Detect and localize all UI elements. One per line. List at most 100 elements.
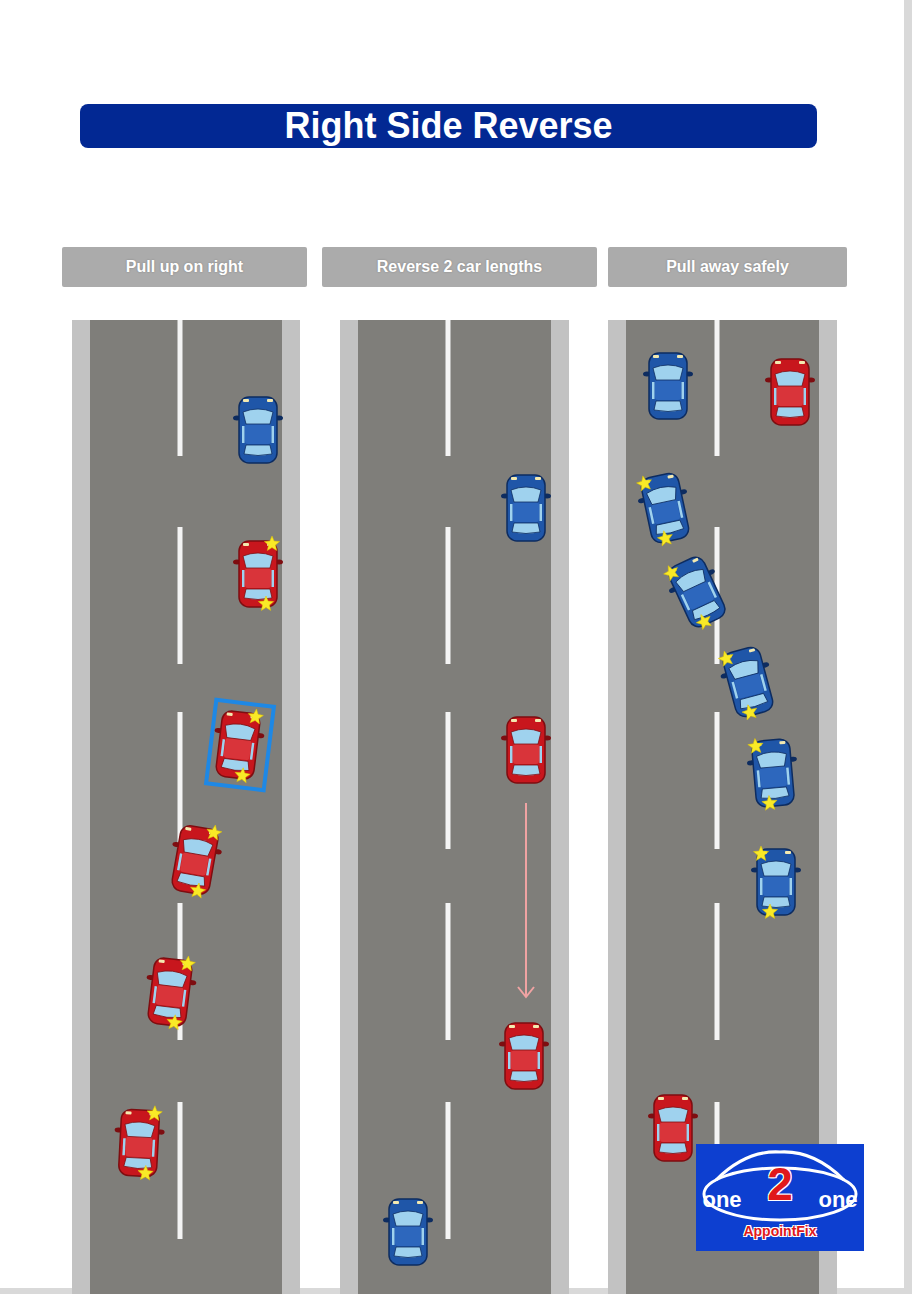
car-rear-window bbox=[244, 445, 272, 456]
car-roof bbox=[777, 386, 803, 406]
blue-car bbox=[745, 735, 801, 812]
car-side-window bbox=[250, 743, 255, 760]
car-windscreen bbox=[756, 751, 787, 769]
car-side-window bbox=[804, 388, 807, 405]
car-rear-window bbox=[177, 872, 206, 887]
car-windscreen bbox=[511, 487, 541, 502]
car-windscreen bbox=[761, 861, 791, 876]
car-headlight bbox=[535, 719, 541, 722]
car-side-window bbox=[687, 1124, 690, 1141]
car-headlight bbox=[785, 851, 791, 854]
car-headlight bbox=[159, 959, 165, 963]
car-windscreen bbox=[181, 837, 213, 857]
car-rear-window bbox=[124, 1157, 153, 1169]
car-side-window bbox=[422, 1228, 425, 1245]
car-headlight bbox=[125, 1111, 131, 1114]
car-side-window bbox=[272, 570, 275, 587]
car-roof bbox=[513, 744, 539, 764]
car-roof bbox=[245, 424, 271, 444]
reverse-arrow bbox=[525, 803, 527, 996]
red-car bbox=[141, 951, 200, 1031]
lane-marking bbox=[178, 1102, 183, 1239]
car-body bbox=[118, 1109, 159, 1177]
car-headlight bbox=[799, 361, 805, 364]
car-side-window bbox=[774, 388, 777, 405]
car-rear-window bbox=[512, 523, 540, 534]
kerb bbox=[72, 320, 300, 1294]
car-body bbox=[507, 475, 545, 541]
logo-brand: AppointFix bbox=[743, 1224, 816, 1238]
car-rear-window bbox=[512, 765, 540, 776]
car-roof bbox=[763, 876, 789, 896]
blue-car bbox=[643, 353, 693, 419]
observation-star bbox=[189, 882, 207, 899]
car-body bbox=[239, 541, 277, 607]
red-car bbox=[164, 818, 226, 900]
step-heading: Pull up on right bbox=[126, 258, 243, 276]
lane-marking bbox=[715, 320, 720, 456]
observation-star bbox=[147, 1105, 163, 1120]
lane-marking bbox=[446, 712, 451, 849]
car-side-window bbox=[649, 507, 655, 524]
car-windscreen bbox=[243, 553, 273, 568]
lane-marking bbox=[178, 320, 183, 456]
reverse-arrowhead bbox=[518, 987, 534, 997]
car-side-window bbox=[540, 746, 543, 763]
red-car bbox=[648, 1095, 698, 1161]
car-side-window bbox=[538, 1052, 541, 1069]
car-side-window bbox=[786, 768, 790, 785]
car-headlight bbox=[267, 399, 273, 402]
car-side-window bbox=[122, 1138, 125, 1155]
lane-marking bbox=[178, 527, 183, 664]
car-rear-window bbox=[654, 401, 682, 412]
car-roof bbox=[155, 984, 183, 1007]
car-headlight bbox=[393, 1201, 399, 1204]
car-rear-window bbox=[776, 407, 804, 418]
car-windscreen bbox=[728, 658, 761, 680]
car-windscreen bbox=[224, 722, 256, 741]
car-windscreen bbox=[653, 365, 683, 380]
observation-star bbox=[179, 955, 196, 971]
blue-car bbox=[633, 468, 697, 549]
car-headlight bbox=[692, 558, 699, 563]
car-side-window bbox=[510, 504, 513, 521]
car-roof bbox=[223, 737, 251, 760]
car-side-window bbox=[790, 878, 793, 895]
car-headlight bbox=[227, 712, 233, 716]
observation-star bbox=[656, 529, 674, 546]
car-roof bbox=[395, 1226, 421, 1246]
car-side-window bbox=[681, 594, 690, 610]
car-rear-window bbox=[762, 897, 790, 908]
observation-star bbox=[247, 708, 264, 724]
car-roof bbox=[511, 1050, 537, 1070]
title-banner: Right Side Reverse bbox=[80, 104, 817, 148]
car-side-window bbox=[677, 501, 683, 518]
car-side-window bbox=[221, 739, 226, 756]
car-rear-window bbox=[760, 787, 789, 800]
observation-star bbox=[166, 1014, 183, 1030]
car-body bbox=[507, 717, 545, 783]
blue-car bbox=[233, 397, 283, 463]
car-body bbox=[666, 554, 728, 630]
red-car bbox=[209, 704, 268, 784]
observation-star bbox=[635, 474, 653, 491]
page-edge bbox=[904, 0, 912, 1294]
car-side-window bbox=[272, 426, 275, 443]
car-headlight bbox=[667, 475, 673, 479]
car-windscreen bbox=[243, 409, 273, 424]
kerb bbox=[340, 320, 569, 1294]
car-rear-window bbox=[244, 589, 272, 600]
car-headlight bbox=[749, 648, 756, 652]
car-headlight bbox=[677, 355, 683, 358]
step-heading-box: Reverse 2 car lengths bbox=[322, 247, 597, 287]
road bbox=[340, 320, 569, 1294]
car-windscreen bbox=[393, 1211, 423, 1226]
car-rear-window bbox=[654, 520, 684, 536]
observation-star bbox=[762, 904, 777, 918]
blue-car bbox=[659, 549, 735, 636]
blue-car bbox=[715, 641, 782, 724]
car-body bbox=[771, 359, 809, 425]
